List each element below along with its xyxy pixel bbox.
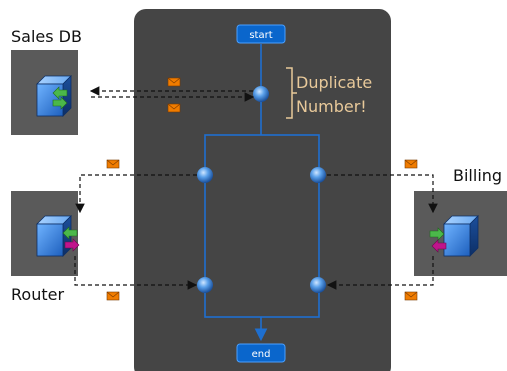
gateway-node-icon[interactable] xyxy=(253,86,269,102)
cube-icon xyxy=(36,215,80,257)
annotation-line-1: Duplicate xyxy=(296,73,373,92)
envelope-icon xyxy=(106,291,120,301)
start-label: start xyxy=(249,30,272,41)
envelope-icon xyxy=(167,77,181,87)
process-container xyxy=(134,9,391,371)
cube-icon xyxy=(36,75,72,117)
annotation-bracket xyxy=(286,67,297,119)
gateway-node-icon[interactable] xyxy=(197,277,213,293)
cube-icon xyxy=(429,215,479,257)
end-label: end xyxy=(252,349,271,360)
message-connectors xyxy=(74,86,438,290)
sales-db-label: Sales DB xyxy=(11,27,82,46)
gateway-node-icon[interactable] xyxy=(310,277,326,293)
billing-label: Billing xyxy=(453,166,503,185)
gateway-node-icon[interactable] xyxy=(310,167,326,183)
envelope-icon xyxy=(404,291,418,301)
duplicate-number-annotation: Duplicate Number! xyxy=(296,71,406,119)
router-label: Router xyxy=(11,285,65,304)
end-pill[interactable]: end xyxy=(236,343,286,363)
envelope-icon xyxy=(404,159,418,169)
start-pill[interactable]: start xyxy=(236,24,286,44)
envelope-icon xyxy=(167,103,181,113)
envelope-icon xyxy=(106,159,120,169)
annotation-line-2: Number! xyxy=(296,97,367,116)
gateway-node-icon[interactable] xyxy=(197,167,213,183)
